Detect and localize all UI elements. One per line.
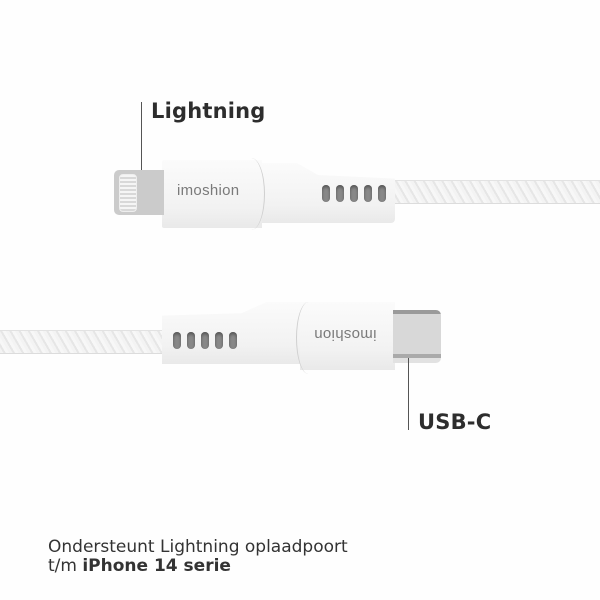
vent-icon bbox=[215, 332, 223, 349]
lightning-seam bbox=[238, 158, 265, 230]
lightning-leader-line bbox=[141, 102, 142, 190]
usbc-connector-tip bbox=[393, 310, 441, 363]
usbc-cable: imoshion USB-C bbox=[0, 260, 600, 460]
vent-icon bbox=[322, 185, 330, 202]
vent-icon bbox=[187, 332, 195, 349]
lightning-contacts-icon bbox=[119, 174, 137, 212]
usbc-vents bbox=[173, 332, 243, 353]
vent-icon bbox=[229, 332, 237, 349]
lightning-brand-logo: imoshion bbox=[177, 182, 240, 199]
vent-icon bbox=[173, 332, 181, 349]
vent-icon bbox=[336, 185, 344, 202]
usbc-brand-logo: imoshion bbox=[314, 326, 377, 343]
lightning-cable: Lightning imoshion bbox=[0, 0, 600, 260]
usbc-seam bbox=[296, 302, 321, 374]
lightning-label: Lightning bbox=[151, 99, 266, 123]
usbc-label: USB-C bbox=[418, 410, 492, 434]
caption-line-2-prefix: t/m bbox=[48, 556, 83, 576]
vent-icon bbox=[364, 185, 372, 202]
caption-line-2-bold: iPhone 14 serie bbox=[82, 556, 231, 576]
vent-icon bbox=[350, 185, 358, 202]
caption-line-2: t/m iPhone 14 serie bbox=[48, 557, 348, 576]
caption-line-1: Ondersteunt Lightning oplaadpoort bbox=[48, 537, 348, 557]
lightning-vents bbox=[322, 185, 392, 206]
usbc-cable-braid bbox=[0, 330, 165, 354]
caption: Ondersteunt Lightning oplaadpoort t/m iP… bbox=[48, 538, 348, 576]
lightning-cable-braid bbox=[395, 180, 600, 204]
usbc-leader-line bbox=[408, 358, 409, 430]
vent-icon bbox=[201, 332, 209, 349]
vent-icon bbox=[378, 185, 386, 202]
